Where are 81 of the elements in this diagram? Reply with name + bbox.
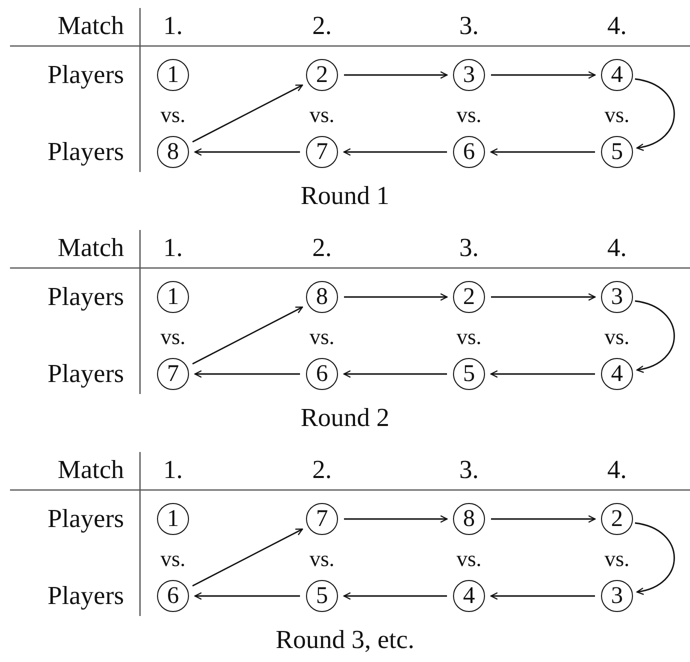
row-heading: Players (47, 504, 124, 534)
player-number: 3 (601, 281, 633, 313)
player-number: 1 (157, 503, 189, 535)
match-number: 2. (312, 11, 332, 41)
arrow (192, 306, 304, 365)
arrow (194, 148, 300, 156)
versus-text: vs. (456, 101, 482, 129)
row-heading: Players (47, 282, 124, 312)
player-number: 6 (157, 580, 189, 612)
arrow (344, 71, 448, 79)
arrow (634, 522, 675, 594)
row-heading: Players (47, 60, 124, 90)
arrow (192, 528, 304, 587)
player-number: 2 (306, 59, 338, 91)
versus-text: vs. (456, 545, 482, 573)
arrow (490, 148, 595, 156)
arrow (490, 592, 595, 600)
player-number: 1 (157, 59, 189, 91)
match-number: 1. (163, 455, 183, 485)
arrow (491, 293, 596, 301)
arrow (491, 71, 596, 79)
versus-text: vs. (309, 545, 335, 573)
player-number: 6 (306, 358, 338, 390)
arrow (634, 78, 675, 150)
player-number: 5 (306, 580, 338, 612)
round-caption: Round 2 (300, 403, 390, 433)
arrow (343, 148, 447, 156)
arrow (343, 370, 447, 378)
arrow (343, 592, 447, 600)
versus-text: vs. (456, 323, 482, 351)
column-heading: Match (58, 11, 124, 41)
player-number: 2 (601, 503, 633, 535)
arrow (490, 370, 595, 378)
player-number: 8 (453, 503, 485, 535)
versus-text: vs. (604, 323, 630, 351)
player-number: 5 (601, 136, 633, 168)
row-heading: Players (47, 359, 124, 389)
player-number: 4 (601, 358, 633, 390)
row-heading: Players (47, 137, 124, 167)
versus-text: vs. (604, 101, 630, 129)
arrow (491, 515, 596, 523)
player-number: 1 (157, 281, 189, 313)
player-number: 5 (453, 358, 485, 390)
match-number: 4. (607, 11, 627, 41)
match-number: 3. (459, 11, 479, 41)
round-caption: Round 1 (300, 181, 390, 211)
match-number: 2. (312, 455, 332, 485)
arrow (194, 370, 300, 378)
player-number: 7 (306, 136, 338, 168)
match-number: 4. (607, 233, 627, 263)
player-number: 7 (157, 358, 189, 390)
match-number: 1. (163, 11, 183, 41)
arrow (344, 293, 448, 301)
match-number: 3. (459, 455, 479, 485)
round-caption: Round 3, etc. (276, 625, 414, 655)
arrow (192, 84, 304, 143)
match-number: 3. (459, 233, 479, 263)
player-number: 4 (601, 59, 633, 91)
player-number: 4 (453, 580, 485, 612)
arrow (634, 300, 675, 372)
versus-text: vs. (604, 545, 630, 573)
versus-text: vs. (160, 323, 186, 351)
column-heading: Match (58, 233, 124, 263)
column-heading: Match (58, 455, 124, 485)
player-number: 7 (306, 503, 338, 535)
match-number: 1. (163, 233, 183, 263)
player-number: 3 (601, 580, 633, 612)
arrow (344, 515, 448, 523)
versus-text: vs. (309, 323, 335, 351)
versus-text: vs. (160, 101, 186, 129)
row-heading: Players (47, 581, 124, 611)
versus-text: vs. (160, 545, 186, 573)
player-number: 6 (453, 136, 485, 168)
player-number: 8 (306, 281, 338, 313)
player-number: 8 (157, 136, 189, 168)
player-number: 3 (453, 59, 485, 91)
match-number: 2. (312, 233, 332, 263)
arrow (194, 592, 300, 600)
player-number: 2 (453, 281, 485, 313)
match-number: 4. (607, 455, 627, 485)
versus-text: vs. (309, 101, 335, 129)
